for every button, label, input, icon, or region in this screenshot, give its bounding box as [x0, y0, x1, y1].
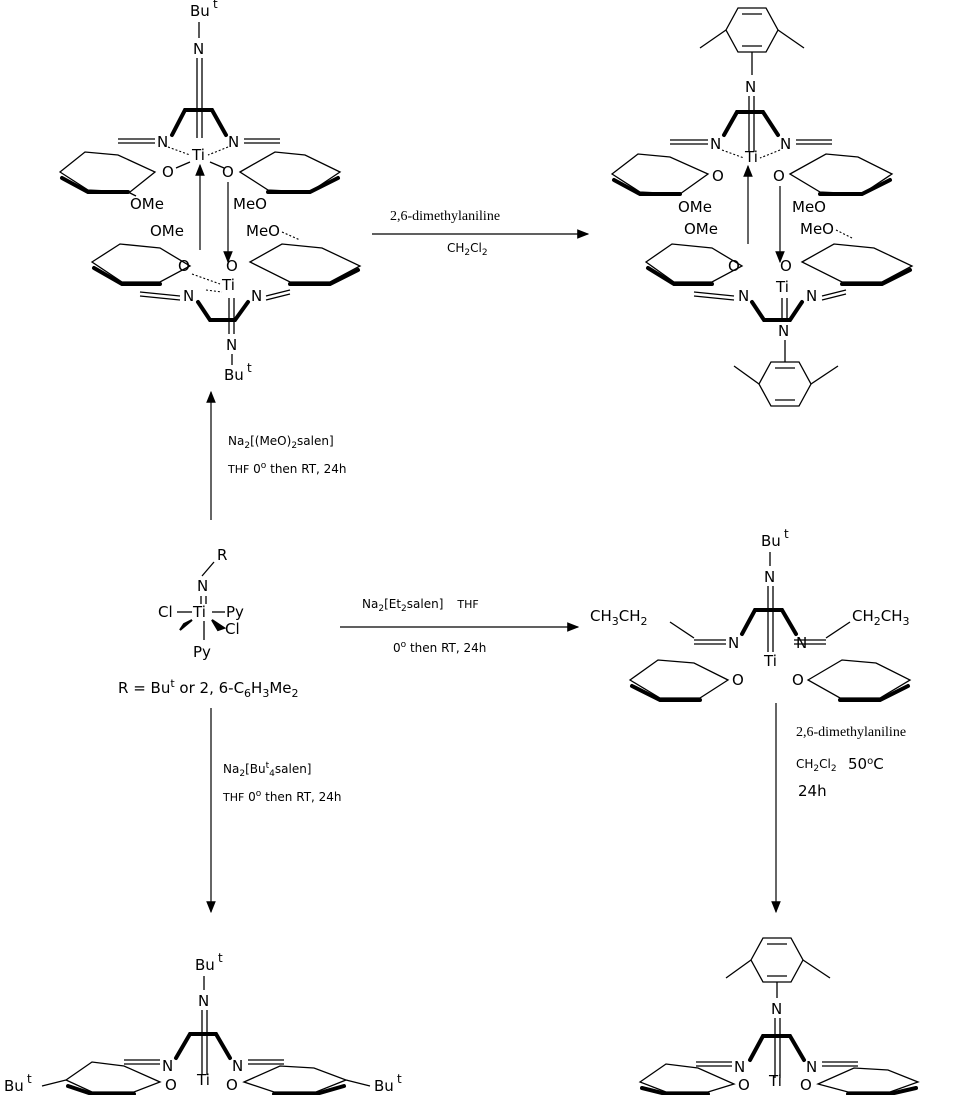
- aryl-imido-meo-salen: N N N Ti O O: [638, 937, 920, 1095]
- svg-text:Py: Py: [226, 603, 244, 621]
- dimer-aryl-imido: N N N Ti O O OMe OMe MeO MeO O O Ti N N: [610, 7, 914, 407]
- svg-text:Ti: Ti: [763, 652, 777, 670]
- svg-text:N: N: [226, 336, 237, 354]
- svg-text:Cl: Cl: [158, 603, 173, 621]
- svg-text:Bu: Bu: [4, 1077, 24, 1095]
- svg-text:O: O: [226, 257, 238, 275]
- svg-text:24h: 24h: [798, 782, 827, 800]
- svg-text:N: N: [251, 287, 262, 305]
- svg-text:2,6-dimethylaniline: 2,6-dimethylaniline: [390, 209, 500, 224]
- svg-text:Bu: Bu: [374, 1077, 394, 1095]
- svg-text:t: t: [397, 1072, 402, 1086]
- svg-text:N: N: [734, 1058, 745, 1076]
- svg-text:OMe: OMe: [130, 195, 164, 213]
- svg-text:t: t: [784, 527, 789, 541]
- svg-text:Cl: Cl: [225, 620, 240, 638]
- svg-text:N: N: [197, 577, 208, 595]
- svg-text:t: t: [218, 951, 223, 965]
- svg-text:N: N: [162, 1057, 173, 1075]
- svg-text:50oC: 50oC: [848, 755, 884, 773]
- svg-text:O: O: [732, 671, 744, 689]
- svg-text:Py: Py: [193, 643, 211, 661]
- svg-text:O: O: [162, 163, 174, 181]
- svg-text:OMe: OMe: [150, 222, 184, 240]
- svg-text:N: N: [771, 1000, 782, 1018]
- reaction-arrow-right: Na2[Et2salen]THF 0o then RT, 24h: [340, 597, 580, 655]
- svg-text:O: O: [738, 1076, 750, 1094]
- svg-text:N: N: [764, 568, 775, 586]
- svg-text:Na2[Et2salen]THF: Na2[Et2salen]THF: [362, 597, 479, 614]
- atom-n: N: [193, 40, 204, 58]
- svg-text:MeO: MeO: [800, 220, 834, 238]
- svg-text:R: R: [217, 546, 227, 564]
- svg-text:OMe: OMe: [684, 220, 718, 238]
- svg-text:CH2Cl2: CH2Cl2: [447, 241, 488, 258]
- atom-ti: Ti: [191, 146, 205, 164]
- reaction-arrow-right-down: 2,6-dimethylaniline CH2Cl2 50oC 24h: [771, 703, 906, 914]
- svg-text:t: t: [27, 1072, 32, 1086]
- start-compound: R N Cl Ti Py Cl Py R = But or 2, 6-C6H3M…: [118, 546, 299, 700]
- svg-text:N: N: [806, 1058, 817, 1076]
- svg-text:O: O: [800, 1076, 812, 1094]
- svg-text:O: O: [792, 671, 804, 689]
- svg-text:THF 0o then RT, 24h: THF 0o then RT, 24h: [222, 789, 342, 804]
- svg-text:N: N: [710, 135, 721, 153]
- reaction-arrow-down: Na2[But4salen] THF 0o then RT, 24h: [206, 708, 342, 914]
- svg-text:O: O: [222, 163, 234, 181]
- svg-text:Na2[(MeO)2salen]: Na2[(MeO)2salen]: [228, 434, 334, 451]
- svg-text:N: N: [157, 133, 168, 151]
- svg-text:N: N: [228, 133, 239, 151]
- svg-text:Bu: Bu: [224, 366, 244, 384]
- svg-text:Ti: Ti: [192, 603, 206, 621]
- svg-text:O: O: [712, 167, 724, 185]
- svg-text:O: O: [780, 257, 792, 275]
- et2salen-imido: Bu t N CH3CH2 CH2CH3 N N Ti O O: [590, 527, 912, 702]
- svg-text:CH2CH3: CH2CH3: [852, 607, 910, 628]
- svg-text:N: N: [780, 135, 791, 153]
- svg-text:CH2Cl2: CH2Cl2: [796, 757, 837, 774]
- svg-text:t: t: [213, 0, 218, 11]
- svg-text:N: N: [745, 78, 756, 96]
- svg-text:Na2[But4salen]: Na2[But4salen]: [223, 761, 311, 779]
- svg-text:Ti: Ti: [221, 276, 235, 294]
- svg-text:Ti: Ti: [744, 148, 758, 166]
- svg-text:N: N: [738, 287, 749, 305]
- r-definition: R = But or 2, 6-C6H3Me2: [118, 677, 299, 700]
- svg-text:Ti: Ti: [768, 1072, 782, 1090]
- svg-text:O: O: [728, 257, 740, 275]
- svg-text:MeO: MeO: [246, 222, 280, 240]
- svg-text:O: O: [773, 167, 785, 185]
- svg-text:N: N: [778, 322, 789, 340]
- svg-text:Ti: Ti: [775, 278, 789, 296]
- svg-text:N: N: [796, 634, 807, 652]
- svg-text:2,6-dimethylaniline: 2,6-dimethylaniline: [796, 725, 906, 740]
- svg-text:CH3CH2: CH3CH2: [590, 607, 648, 628]
- reaction-arrow-top: 2,6-dimethylaniline CH2Cl2: [372, 209, 590, 258]
- svg-text:0o then RT, 24h: 0o then RT, 24h: [393, 640, 486, 655]
- svg-text:O: O: [165, 1076, 177, 1094]
- svg-text:Ti: Ti: [196, 1071, 210, 1089]
- svg-text:Bu: Bu: [761, 532, 781, 550]
- svg-text:O: O: [178, 257, 190, 275]
- svg-text:OMe: OMe: [678, 198, 712, 216]
- svg-text:O: O: [226, 1076, 238, 1094]
- svg-text:MeO: MeO: [233, 195, 267, 213]
- svg-text:N: N: [728, 634, 739, 652]
- svg-text:N: N: [198, 992, 209, 1010]
- but4salen-imido: Bu t N N N Ti O O Bu t Bu t: [4, 951, 402, 1095]
- dimer-tbu-imido: Bu t N N N Ti O O OMe MeO OMe: [58, 0, 362, 384]
- svg-text:MeO: MeO: [792, 198, 826, 216]
- svg-text:N: N: [232, 1057, 243, 1075]
- svg-text:t: t: [247, 361, 252, 375]
- atom-but: Bu: [190, 2, 210, 20]
- svg-text:N: N: [183, 287, 194, 305]
- svg-text:Bu: Bu: [195, 956, 215, 974]
- svg-text:THF 0o then RT, 24h: THF 0o then RT, 24h: [227, 461, 347, 476]
- svg-text:N: N: [806, 287, 817, 305]
- reaction-arrow-up: Na2[(MeO)2salen] THF 0o then RT, 24h: [206, 390, 347, 520]
